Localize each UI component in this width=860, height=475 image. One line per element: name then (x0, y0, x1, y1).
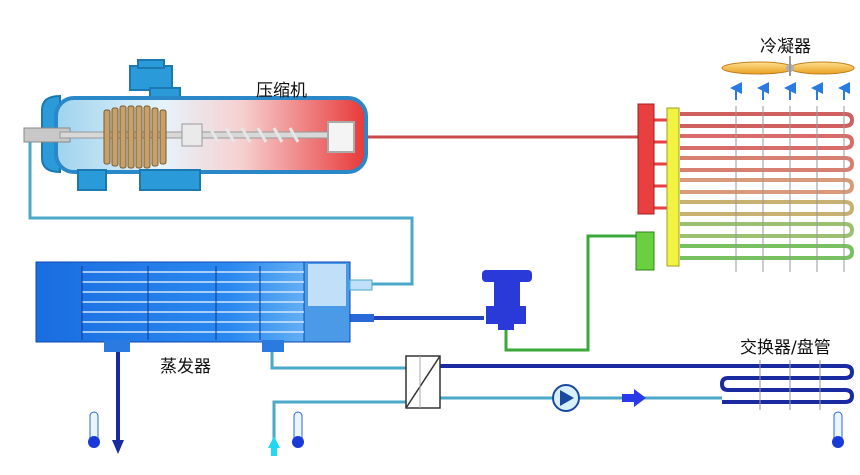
condenser-label: 冷凝器 (760, 37, 811, 57)
liquid-line (504, 234, 638, 352)
condenser (635, 56, 855, 272)
expansion-valve-icon (482, 270, 532, 330)
evaporator-feed-pipe (350, 314, 484, 322)
condenser-coils (680, 112, 855, 260)
thermometer-icon (832, 411, 844, 448)
plate-heat-exchanger-icon (405, 355, 441, 409)
exchanger-coil (719, 364, 855, 404)
exchanger-label: 交换器/盘管 (740, 338, 831, 358)
thermometer-icon (88, 411, 100, 448)
down-arrow-icon (112, 440, 124, 454)
suction-pipe (28, 132, 414, 286)
up-arrow-icon (268, 436, 280, 456)
airflow-arrows (730, 82, 850, 100)
compressor-label: 压缩机 (256, 81, 307, 101)
compressor (23, 59, 368, 191)
evaporator (35, 261, 373, 352)
fan-icon (721, 56, 855, 76)
thermometer-icon (292, 411, 304, 448)
flow-arrow-icon (622, 389, 646, 407)
pump-icon (552, 384, 580, 412)
evaporator-label: 蒸发器 (160, 357, 211, 377)
